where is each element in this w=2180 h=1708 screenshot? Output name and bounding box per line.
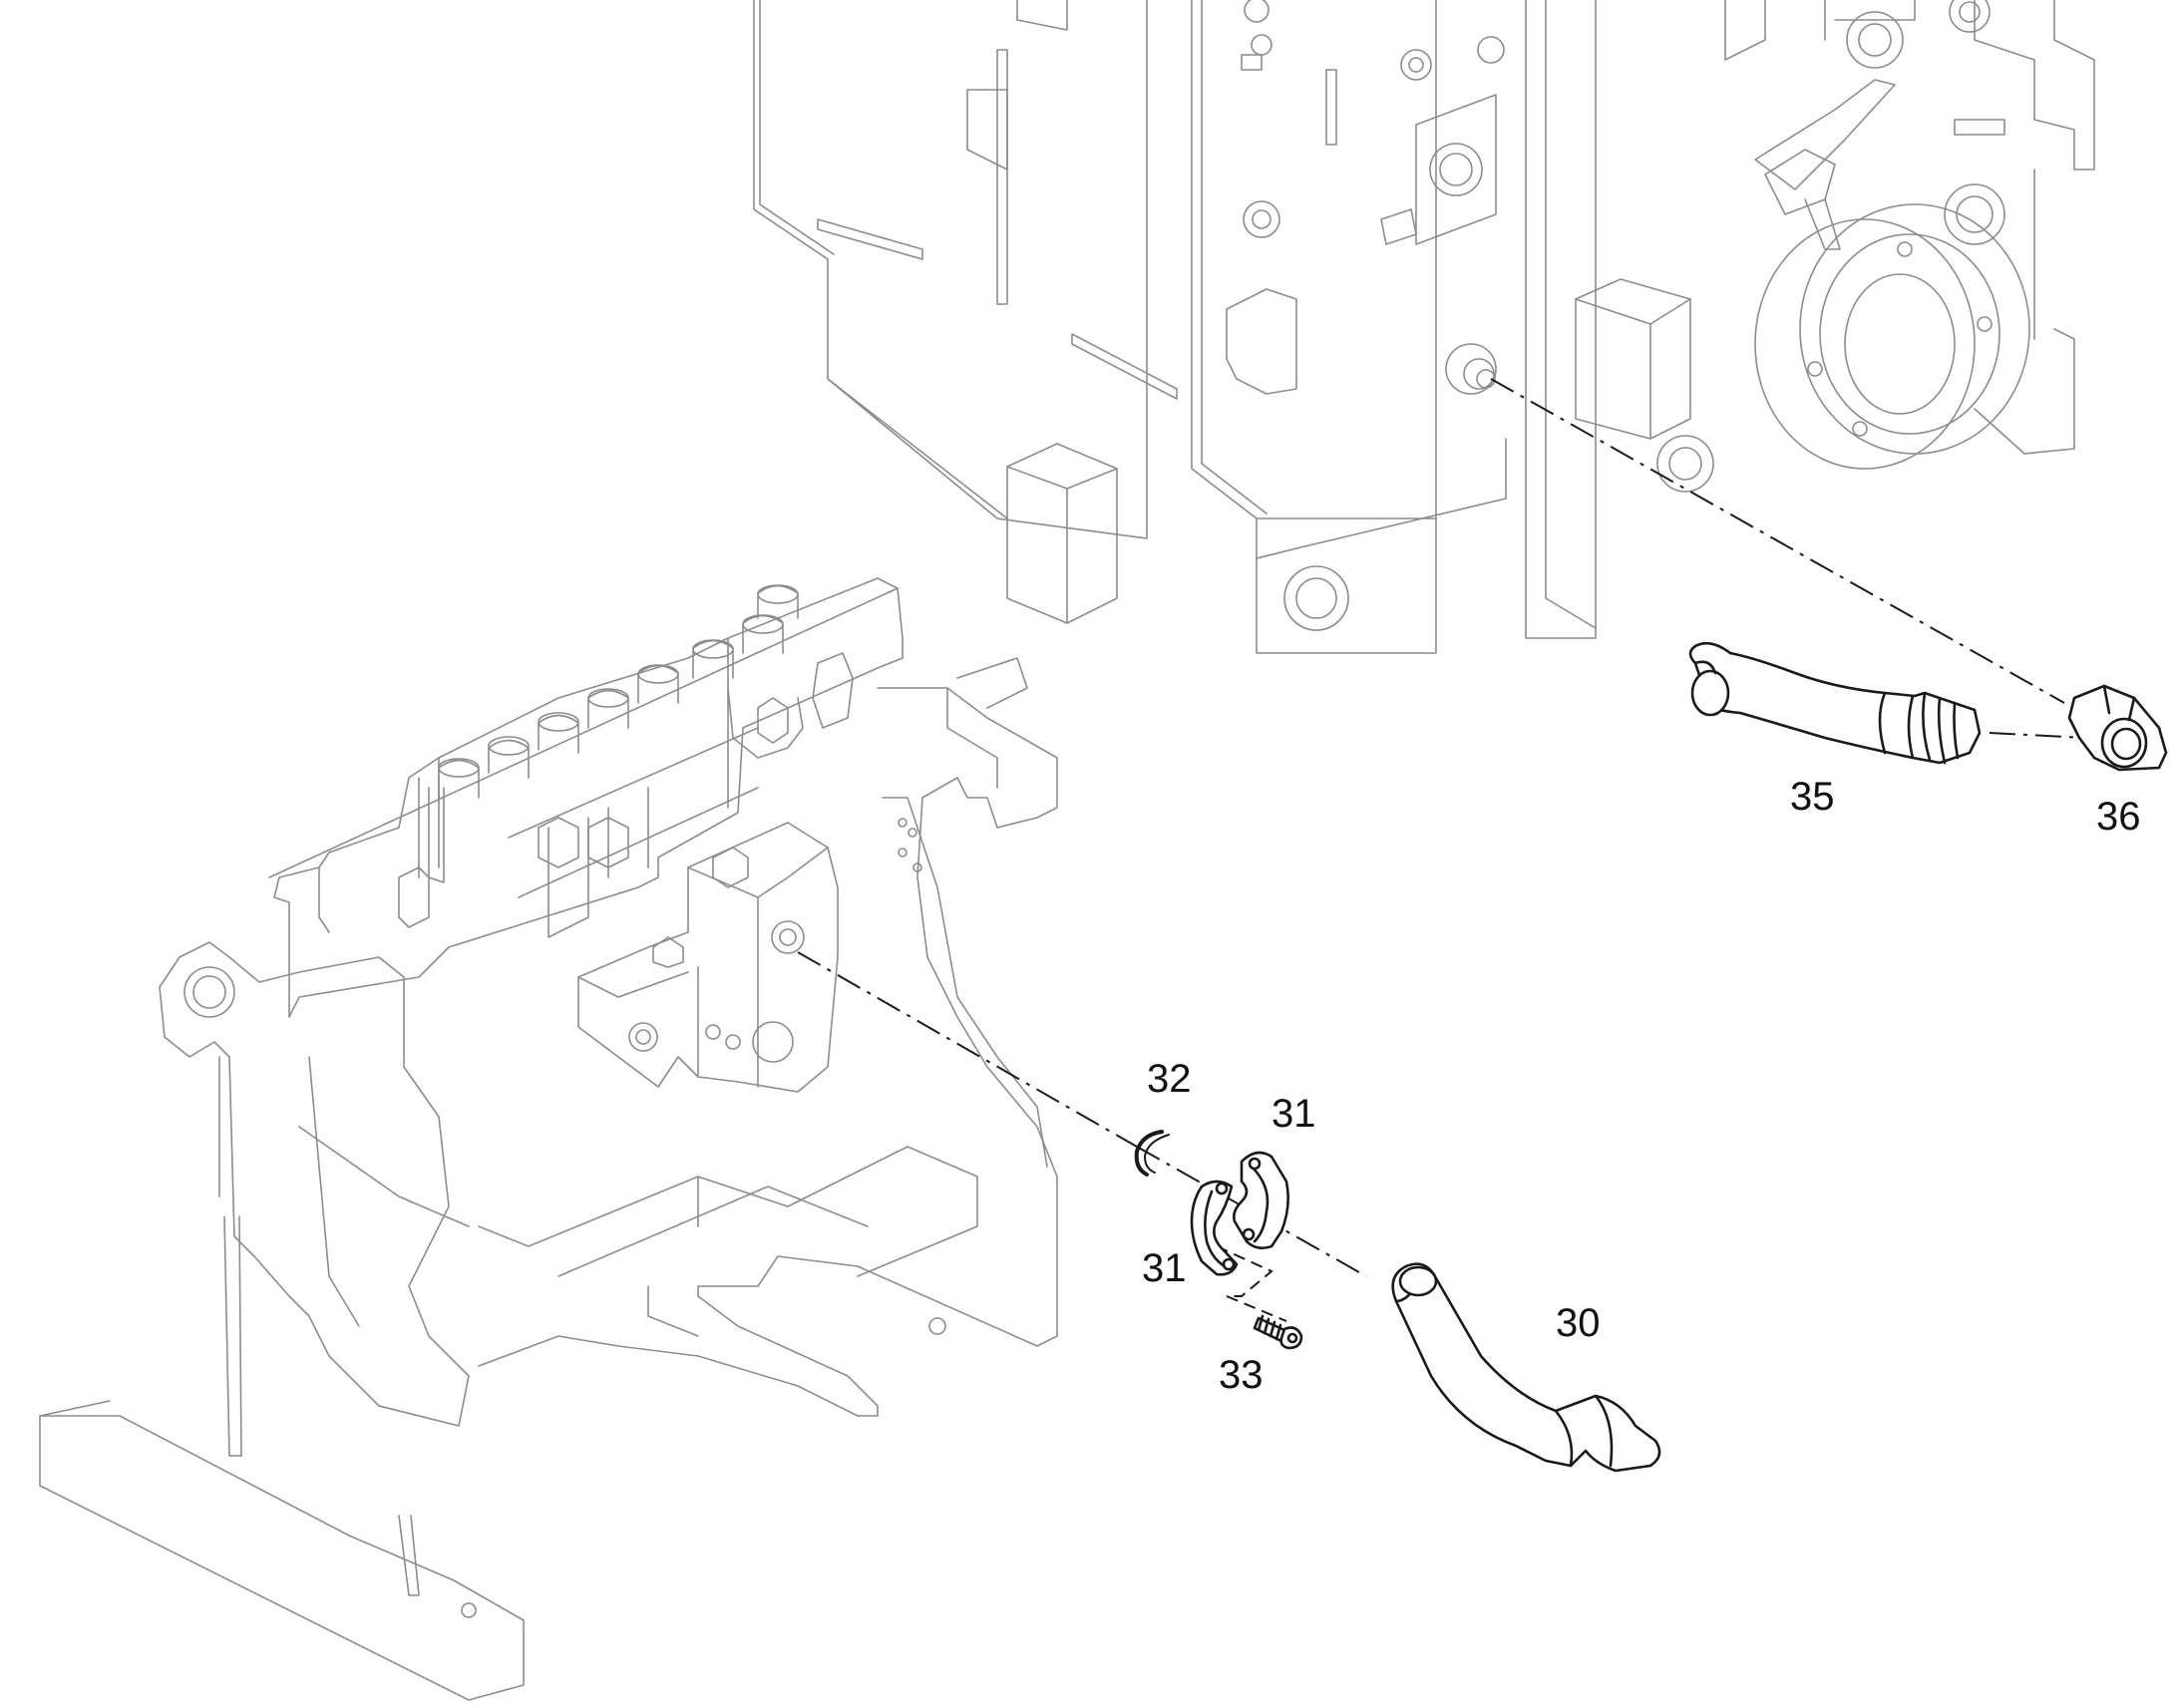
- leader-lines: [797, 378, 2085, 1322]
- split-flange-31-upper: [1233, 1151, 1289, 1249]
- callout-31-lower: 31: [1142, 1246, 1187, 1290]
- o-ring-32: [1134, 1130, 1170, 1177]
- callout-33: 33: [1219, 1353, 1264, 1397]
- split-flange-31-lower: [1190, 1180, 1239, 1276]
- callout-labels: 30 31 31 32 33 35 36: [1142, 775, 2141, 1397]
- callout-36: 36: [2096, 795, 2141, 839]
- valve-block: [577, 822, 839, 1093]
- valve-frame-assembly: [39, 577, 1058, 1701]
- callout-30: 30: [1556, 1301, 1601, 1345]
- callout-32: 32: [1147, 1057, 1192, 1101]
- callout-31-upper: 31: [1272, 1092, 1316, 1136]
- screw-33: [1253, 1314, 1303, 1350]
- valve-cylinders: [398, 584, 854, 928]
- callout-35: 35: [1790, 775, 1835, 819]
- hose-30: [1391, 1262, 1661, 1473]
- hose-35: [1688, 641, 1982, 765]
- adapter-36: [2067, 684, 2168, 772]
- upper-housing-assembly: [753, 0, 2095, 654]
